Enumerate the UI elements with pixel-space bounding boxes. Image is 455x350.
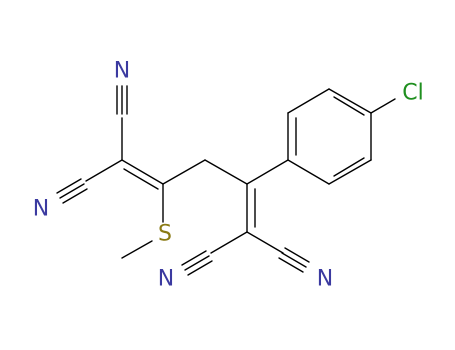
bond-triple-cn3-b	[184, 255, 210, 271]
bond-triple-cn2-b	[59, 183, 85, 199]
atom-n1-label: N	[114, 59, 130, 84]
bond-ch2-c3	[204, 159, 248, 185]
atom-n3-label: N	[158, 267, 174, 292]
bond-c3-aryl	[246, 159, 289, 185]
atom-n2-label: N	[33, 197, 49, 222]
bond-triple-cn4-b	[281, 252, 307, 268]
ring-bond-3	[328, 88, 372, 114]
bond-c1-cn2	[85, 159, 123, 182]
bond-triple-cn3-c	[187, 260, 213, 276]
ring-double-2	[333, 96, 365, 116]
bond-triple-cn4-a	[284, 247, 310, 263]
ring-bond-2	[287, 88, 330, 114]
bond-c1-c2	[121, 159, 164, 185]
bond-c4-cn3	[210, 231, 248, 254]
bond-aryl-cl	[370, 98, 396, 114]
bond-triple-cn4-c	[278, 257, 304, 273]
atom-s-label: S	[158, 222, 172, 247]
atom-cl-label: Cl	[402, 81, 423, 106]
bond-c1-c2-double	[123, 168, 159, 190]
bond-triple-cn2-a	[56, 178, 82, 194]
bond-c4-cn4	[246, 231, 284, 254]
bond-triple-cn2-c	[62, 188, 88, 204]
ring-bond-6	[287, 159, 330, 185]
atom-n4-label: N	[317, 267, 333, 292]
ring-double-3	[333, 157, 365, 177]
bond-triple-cn3-a	[181, 250, 207, 266]
ring-bond-5	[328, 159, 372, 185]
bond-s-methyl	[121, 240, 153, 259]
bond-c2-ch2	[162, 159, 206, 185]
